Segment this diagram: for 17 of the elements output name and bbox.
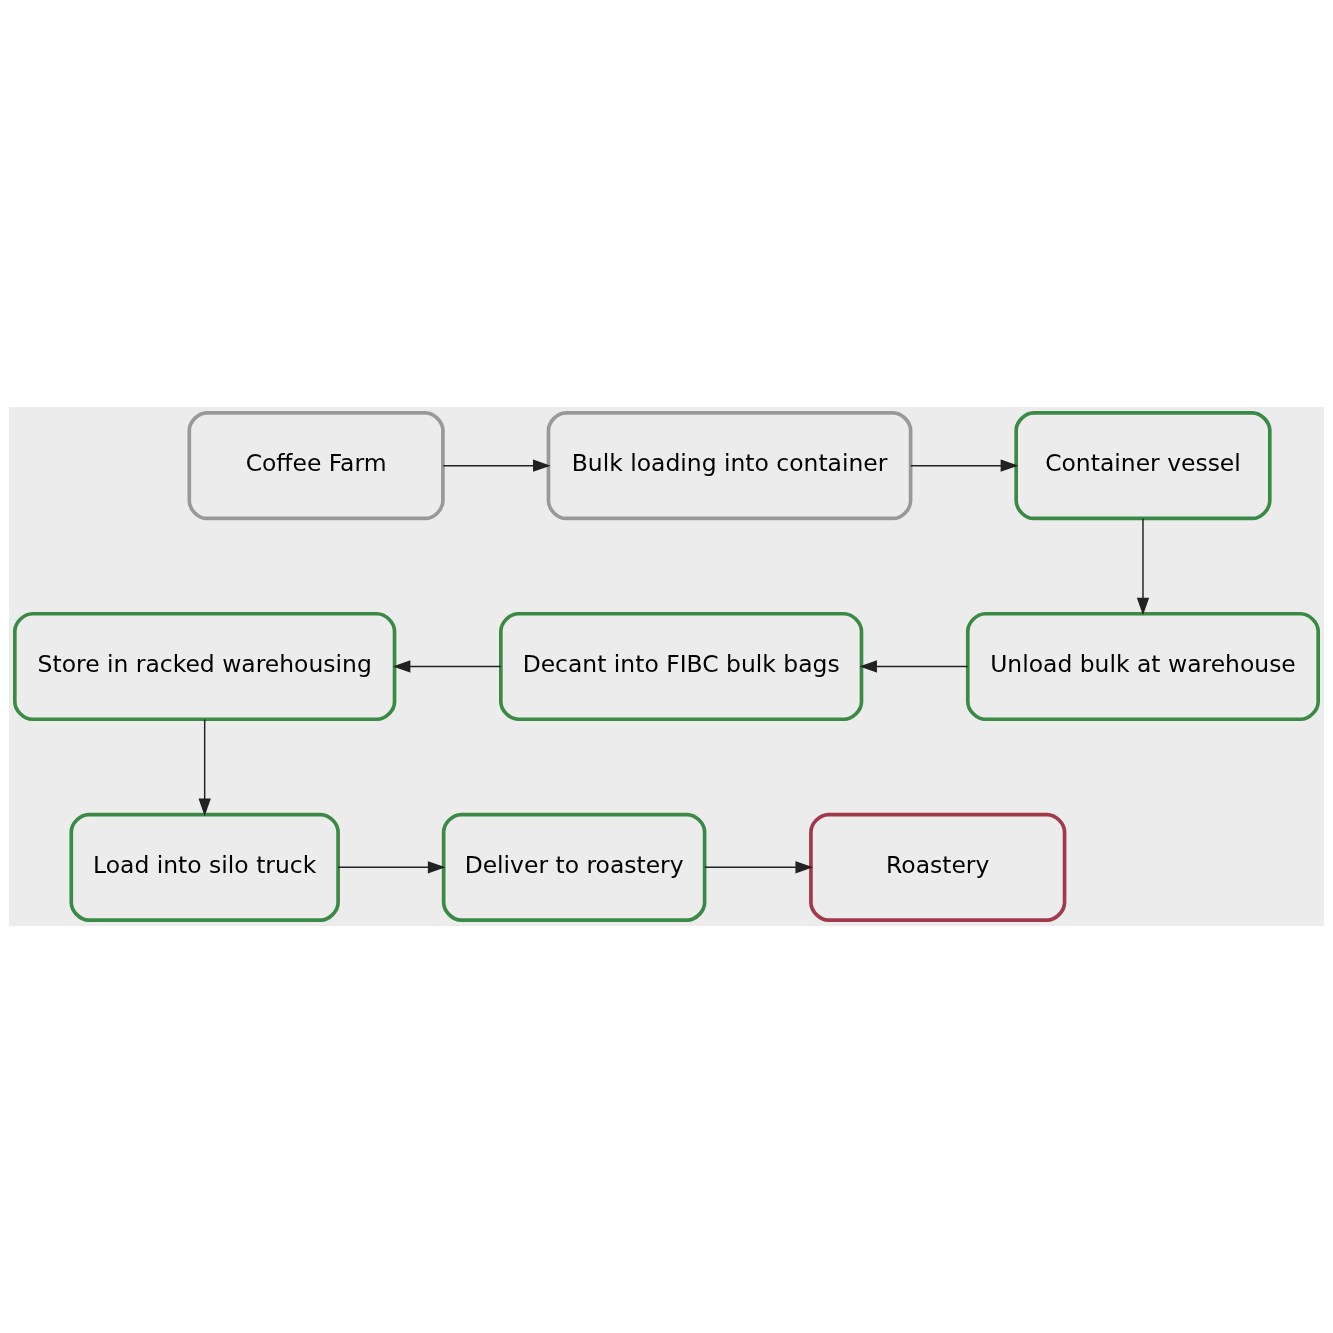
node-box: Decant into FIBC bulk bags xyxy=(499,611,864,722)
node-box: Roastery xyxy=(809,812,1067,922)
arrow xyxy=(337,861,446,874)
arrow xyxy=(704,861,814,874)
arrow xyxy=(442,459,551,472)
arrow xyxy=(1136,517,1150,616)
arrow xyxy=(859,660,969,673)
node-box: Unload bulk at warehouse xyxy=(965,611,1320,722)
arrow xyxy=(392,660,502,673)
arrow xyxy=(198,718,211,817)
node-box: Container vessel xyxy=(1014,411,1272,521)
node-box: Store in racked warehousing xyxy=(13,611,397,722)
node-box: Bulk loading into container xyxy=(546,411,913,521)
node-box: Load into silo truck xyxy=(69,812,340,922)
arrow xyxy=(910,459,1019,472)
node-box: Coffee Farm xyxy=(187,411,445,521)
node-box: Deliver to roastery xyxy=(441,812,707,922)
